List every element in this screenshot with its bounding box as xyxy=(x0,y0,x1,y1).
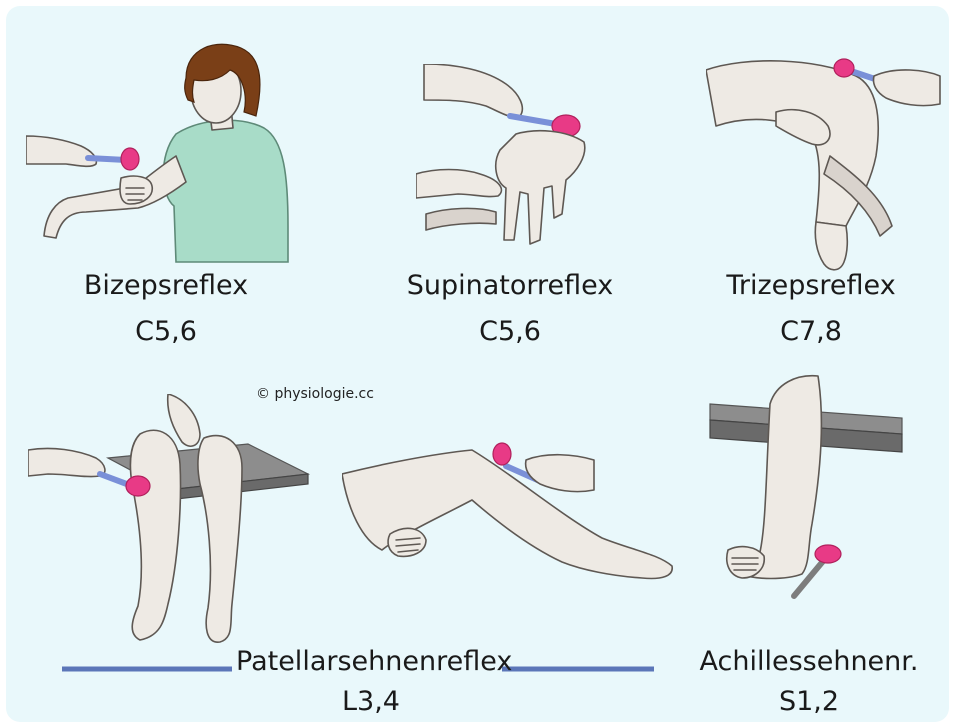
triceps-reflex-illustration xyxy=(706,46,946,276)
achilles-reflex-illustration xyxy=(706,374,926,606)
reflex-segments-supinator: C5,6 xyxy=(390,316,630,348)
reflex-segments-patellar: L3,4 xyxy=(286,686,456,718)
reflex-segments-biceps: C5,6 xyxy=(66,316,266,348)
copyright-notice: © physiologie.cc xyxy=(256,386,374,402)
reflex-name-triceps: Trizepsreflex xyxy=(706,270,916,302)
reflex-segments-triceps: C7,8 xyxy=(706,316,916,348)
supinator-reflex-illustration xyxy=(416,64,606,254)
reflex-name-patellar: Patellarsehnenreflex xyxy=(236,646,506,678)
patellar-reflex-lying-illustration xyxy=(342,430,682,590)
patellar-reflex-seated-illustration xyxy=(28,394,328,652)
reflex-diagram: Bizepsreflex C5,6 Supinatorreflex C5,6 T… xyxy=(6,6,949,722)
reflex-name-achilles: Achillessehnenr. xyxy=(694,646,924,678)
reflex-name-biceps: Bizepsreflex xyxy=(66,270,266,302)
reflex-segments-achilles: S1,2 xyxy=(694,686,924,718)
reflex-name-supinator: Supinatorreflex xyxy=(390,270,630,302)
biceps-reflex-illustration xyxy=(26,36,306,266)
